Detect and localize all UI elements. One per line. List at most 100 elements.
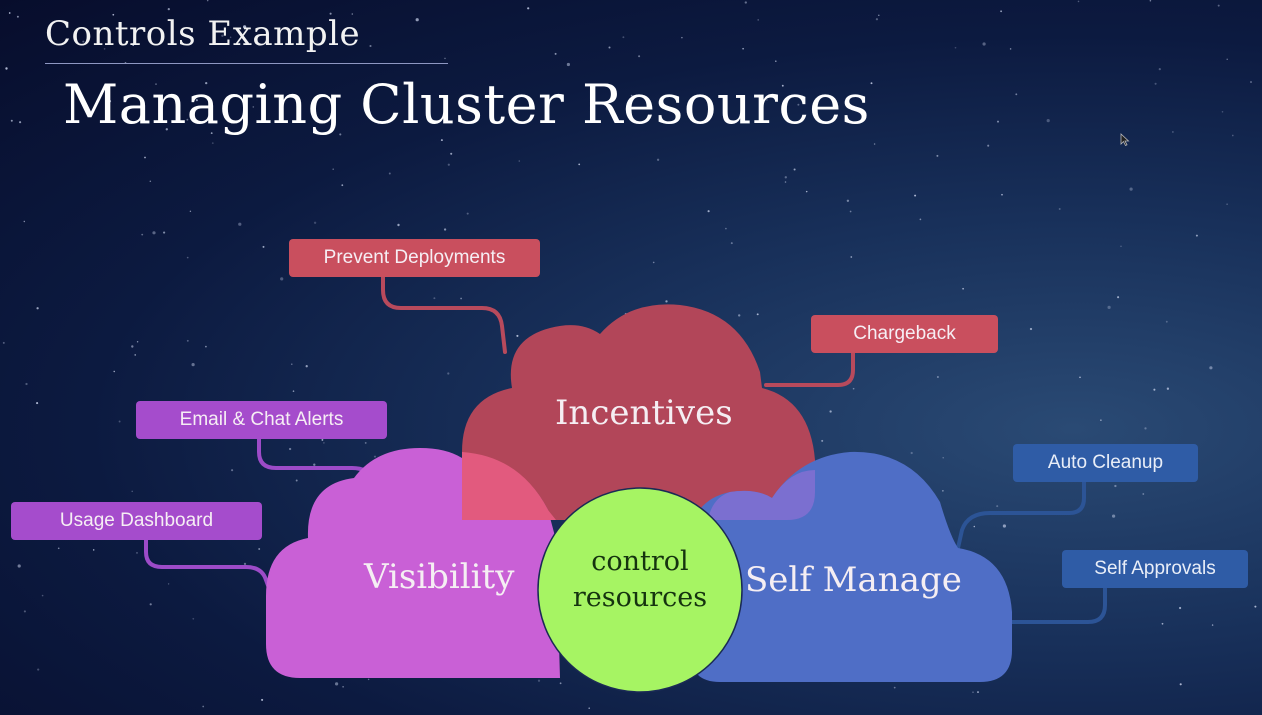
star xyxy=(1100,419,1102,421)
star xyxy=(305,365,308,368)
star xyxy=(231,469,234,472)
star xyxy=(1009,48,1012,50)
star xyxy=(1158,68,1161,71)
star xyxy=(443,228,447,231)
slide-title: Managing Cluster Resources xyxy=(63,73,870,136)
star xyxy=(460,297,462,300)
tag-self-approvals: Self Approvals xyxy=(1062,550,1248,588)
star xyxy=(982,42,986,46)
star xyxy=(440,139,443,142)
star xyxy=(878,14,880,17)
star xyxy=(163,231,166,234)
star xyxy=(155,83,157,85)
star xyxy=(527,7,530,10)
star xyxy=(195,99,198,102)
star xyxy=(914,194,917,197)
star xyxy=(873,143,876,145)
star xyxy=(206,0,209,2)
star xyxy=(186,256,189,259)
star xyxy=(118,420,121,423)
cloud-label-self-manage: Self Manage xyxy=(745,560,962,600)
star xyxy=(973,525,976,528)
star xyxy=(41,594,44,597)
star xyxy=(742,47,744,50)
slide-kicker: Controls Example xyxy=(45,14,361,54)
star xyxy=(367,678,370,681)
star xyxy=(57,547,60,550)
star xyxy=(313,221,317,224)
star xyxy=(1079,376,1081,379)
star xyxy=(996,505,999,508)
star xyxy=(261,698,264,701)
star xyxy=(1226,203,1228,205)
star xyxy=(987,144,990,147)
connector-auto-cleanup xyxy=(956,479,1086,550)
star xyxy=(37,668,40,671)
star xyxy=(875,18,879,21)
star xyxy=(1226,58,1228,61)
star xyxy=(850,256,853,258)
cloud-label-visibility: Visibility xyxy=(364,557,515,597)
star xyxy=(103,48,106,50)
star xyxy=(23,220,26,223)
star xyxy=(82,40,85,43)
star xyxy=(335,682,339,686)
star xyxy=(630,94,633,97)
star xyxy=(518,160,521,162)
star xyxy=(738,314,741,317)
star xyxy=(332,168,334,170)
star xyxy=(211,142,214,144)
star xyxy=(1129,187,1133,191)
star xyxy=(852,387,855,390)
star xyxy=(369,44,372,48)
star xyxy=(186,339,189,342)
star xyxy=(205,345,207,348)
star xyxy=(131,345,134,348)
connector-self-approvals xyxy=(1010,585,1107,624)
star xyxy=(1112,514,1116,518)
star xyxy=(516,334,519,337)
star xyxy=(165,128,168,131)
star xyxy=(578,163,581,166)
tag-usage-dashboard: Usage Dashboard xyxy=(11,502,262,540)
star xyxy=(757,19,759,21)
star xyxy=(313,463,316,466)
star xyxy=(781,84,784,87)
star xyxy=(205,81,208,85)
star xyxy=(341,184,344,187)
star xyxy=(919,218,922,221)
star xyxy=(92,549,95,551)
star xyxy=(1077,0,1080,3)
star xyxy=(1046,119,1050,123)
star xyxy=(191,363,195,367)
star xyxy=(210,132,213,135)
star xyxy=(351,13,354,15)
star xyxy=(258,548,261,550)
star xyxy=(1149,0,1152,2)
star xyxy=(136,341,139,343)
star xyxy=(730,242,733,245)
star xyxy=(36,402,39,405)
star xyxy=(1107,305,1111,309)
star xyxy=(144,156,146,159)
star xyxy=(17,564,21,568)
mouse-cursor-icon xyxy=(1120,133,1130,147)
connector-prevent-deployments xyxy=(381,274,507,354)
star xyxy=(725,227,727,230)
tag-auto-cleanup: Auto Cleanup xyxy=(1013,444,1198,482)
center-circle xyxy=(537,487,743,693)
star xyxy=(1029,327,1033,331)
star xyxy=(1015,93,1018,96)
star xyxy=(793,168,796,171)
star xyxy=(113,370,115,373)
star xyxy=(295,479,298,482)
star xyxy=(329,12,332,15)
star xyxy=(977,691,979,694)
star xyxy=(936,154,939,157)
star xyxy=(1217,4,1220,7)
star xyxy=(238,222,242,226)
star xyxy=(280,277,284,281)
star xyxy=(152,231,156,235)
star xyxy=(292,390,295,392)
star xyxy=(291,363,293,365)
